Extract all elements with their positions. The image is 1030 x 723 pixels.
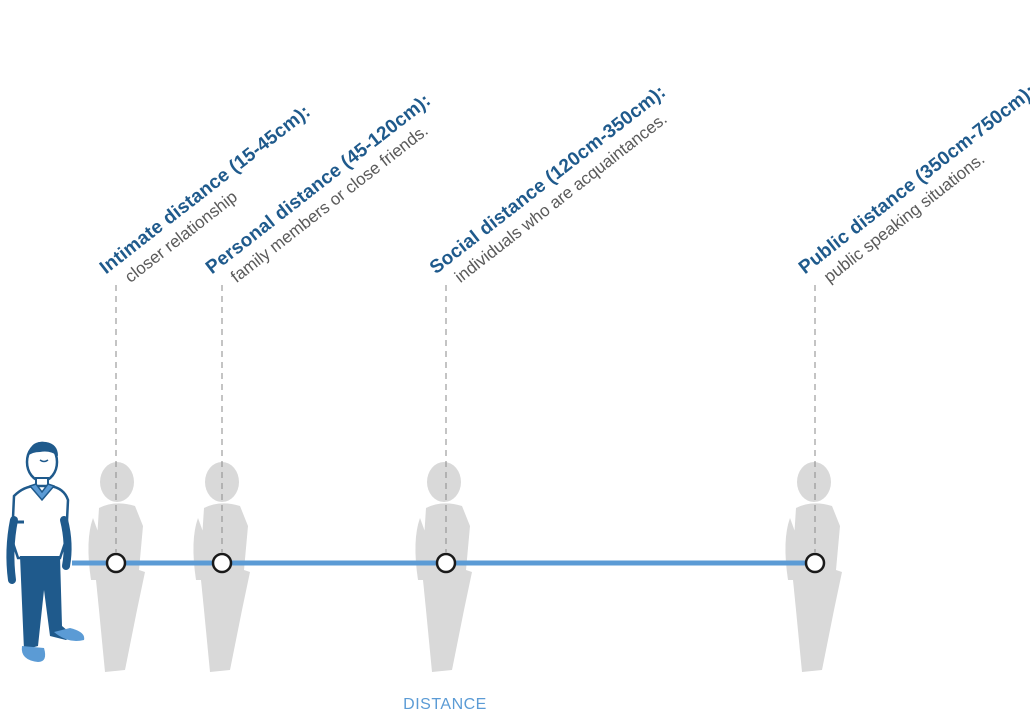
main-person-figure bbox=[6, 441, 85, 662]
ghost-person-social bbox=[415, 462, 472, 672]
ghost-person-public bbox=[785, 462, 842, 672]
marker-social bbox=[435, 552, 457, 574]
marker-personal bbox=[211, 552, 233, 574]
marker-public bbox=[804, 552, 826, 574]
distance-axis-label: DISTANCE bbox=[403, 696, 487, 713]
marker-intimate bbox=[105, 552, 127, 574]
